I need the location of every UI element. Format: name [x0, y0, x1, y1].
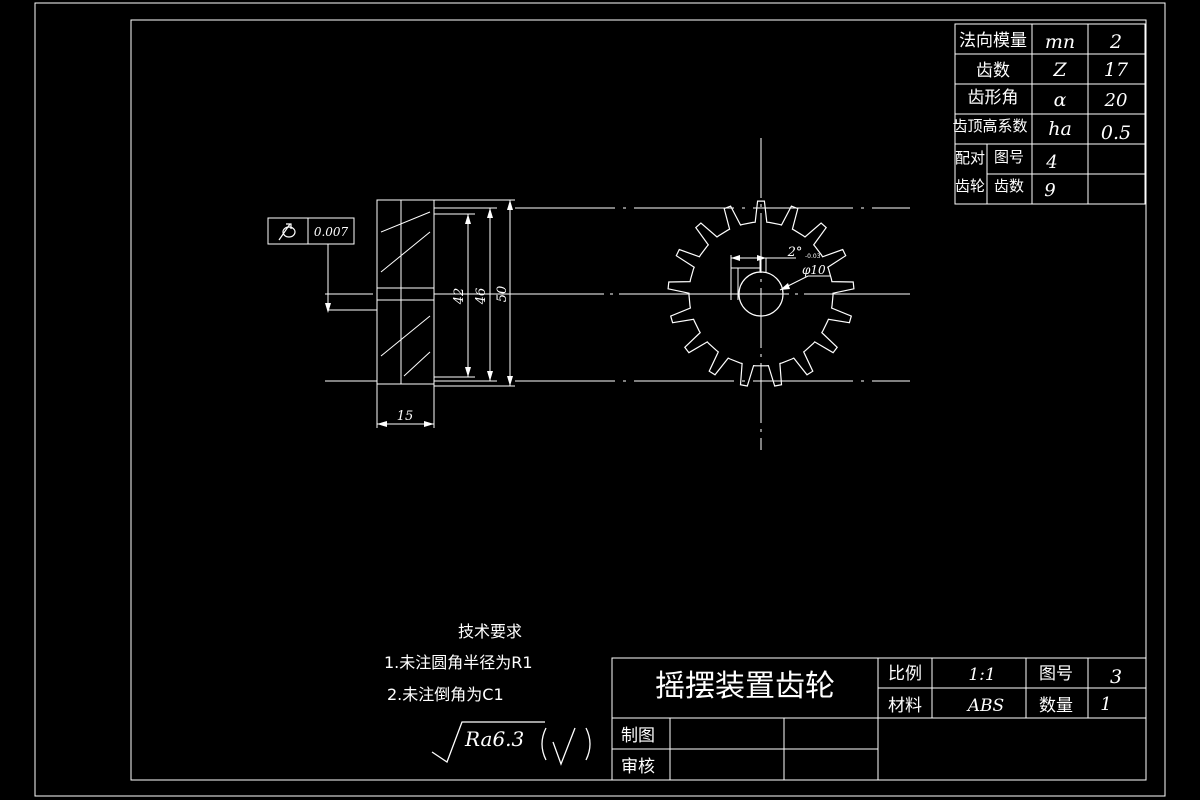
param-value-module: 2 — [1109, 31, 1122, 53]
mating-drawing-no-label: 图号 — [994, 148, 1024, 166]
mating-teeth-label: 齿数 — [994, 177, 1024, 195]
tech-requirements: 技术要求 1.未注圆角半径为R1 2.未注倒角为C1 — [384, 622, 533, 704]
bore-arrow — [780, 283, 790, 290]
dim-15: 15 — [397, 409, 414, 424]
tech-req-item-1: 1.未注圆角半径为R1 — [384, 653, 533, 672]
tolerance-value: 0.007 — [314, 225, 349, 239]
gear-parameter-table — [954, 23, 1146, 205]
material-value: ABS — [966, 696, 1004, 716]
dimension-arrows — [325, 200, 513, 427]
front-gear-view — [667, 138, 855, 450]
param-value-addendum: 0.5 — [1101, 122, 1131, 144]
key-angle-label: 2° — [787, 245, 803, 260]
param-label-pressure-angle: 齿形角 — [968, 88, 1019, 108]
mating-gear-label-top: 配对 — [955, 149, 985, 167]
checked-by-label: 审核 — [621, 757, 655, 777]
part-name: 摇摆装置齿轮 — [655, 669, 835, 704]
keyway-arrow-right — [757, 255, 766, 261]
param-label-addendum: 齿顶高系数 — [952, 117, 1027, 135]
mating-drawing-no-value: 4 — [1045, 152, 1057, 173]
param-label-teeth: 齿数 — [976, 61, 1010, 81]
drawing-no-value: 3 — [1110, 666, 1122, 688]
runout-symbol-icon — [278, 223, 296, 241]
drawing-no-label: 图号 — [1039, 664, 1073, 684]
projection-lines — [325, 207, 910, 382]
surface-roughness-symbol — [431, 721, 591, 766]
quantity-value: 1 — [1100, 694, 1111, 715]
param-symbol-teeth: Z — [1052, 59, 1067, 81]
key-angle-tolerance: -0.03 — [805, 253, 821, 260]
tech-req-item-2: 2.未注倒角为C1 — [387, 685, 504, 704]
param-symbol-pressure-angle: α — [1054, 89, 1067, 111]
quantity-label: 数量 — [1039, 696, 1073, 716]
mating-gear-label-bottom: 齿轮 — [955, 177, 985, 195]
param-symbol-module: mn — [1045, 31, 1075, 53]
side-section-view — [376, 199, 515, 428]
mating-teeth-value: 9 — [1044, 180, 1055, 201]
dim-46: 46 — [474, 288, 489, 306]
param-value-teeth: 17 — [1104, 59, 1129, 81]
param-value-pressure-angle: 20 — [1104, 90, 1128, 111]
bore-diameter-label: φ10 — [802, 263, 826, 277]
gear-outline — [667, 200, 855, 387]
runout-tolerance-frame — [267, 217, 377, 311]
tech-req-title: 技术要求 — [458, 622, 522, 641]
outer-frame — [34, 2, 1166, 797]
dim-42: 42 — [452, 288, 467, 306]
title-block — [611, 657, 1147, 781]
scale-label: 比例 — [888, 664, 922, 684]
roughness-value: Ra6.3 — [464, 727, 524, 751]
material-label: 材料 — [888, 696, 922, 716]
drawn-by-label: 制图 — [621, 726, 655, 746]
keyway-arrow-left — [731, 255, 740, 261]
bore-circle — [738, 271, 784, 317]
scale-value: 1:1 — [968, 665, 995, 685]
param-label-module: 法向模量 — [959, 31, 1027, 51]
param-symbol-addendum: ha — [1048, 118, 1072, 140]
